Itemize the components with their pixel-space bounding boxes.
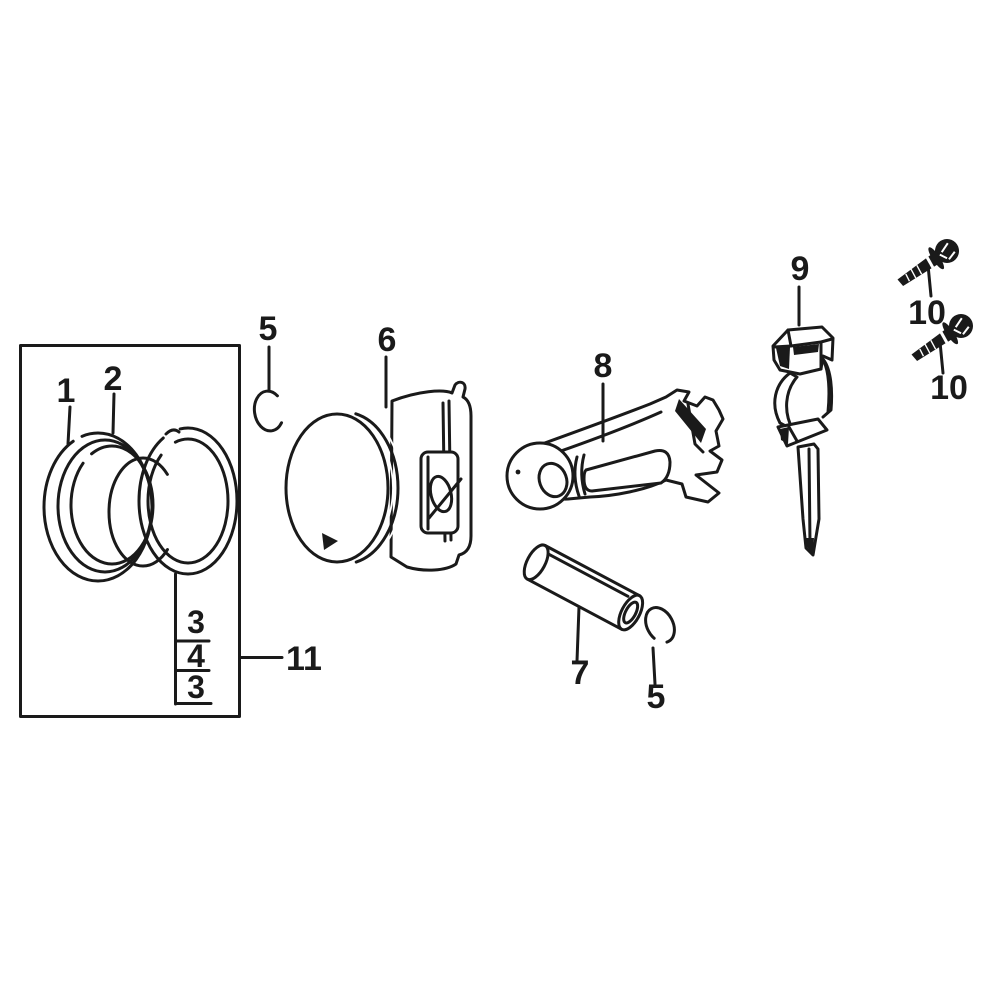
small-end-junction xyxy=(573,455,581,498)
groove-line-2 xyxy=(285,406,403,570)
leader-7 xyxy=(575,605,581,663)
callout-pin: 7 xyxy=(571,654,590,692)
pin-top-edge xyxy=(543,544,642,598)
piston-rings-1-2 xyxy=(42,431,155,583)
callout-clip-right: 5 xyxy=(647,678,666,716)
callout-piston: 6 xyxy=(378,321,397,359)
callout-cap: 9 xyxy=(791,250,810,288)
dipper-tip-shading xyxy=(806,538,814,554)
bolt-shoulder-gap xyxy=(925,256,935,269)
beam-top-line xyxy=(556,410,663,454)
bolt-head xyxy=(949,314,973,338)
bolt-head-facets xyxy=(953,317,970,335)
pin-bore xyxy=(622,600,640,625)
crown-arrow-marker xyxy=(322,533,338,550)
leader-5-right xyxy=(651,646,657,686)
bolt-flange xyxy=(942,322,959,345)
cap-lower-shading xyxy=(780,427,789,444)
cap-lower-edge xyxy=(787,425,799,443)
bolt-head xyxy=(935,239,959,263)
boss-highlight-line xyxy=(427,477,463,520)
leader-10-a xyxy=(926,263,933,298)
callout-rod: 8 xyxy=(594,347,613,385)
leader-10-b xyxy=(938,340,945,375)
small-end-bore xyxy=(537,461,569,499)
rod-cap xyxy=(771,325,835,557)
piston xyxy=(284,380,473,572)
callout-ring2: 2 xyxy=(104,360,123,398)
bolt-flange xyxy=(928,247,945,270)
callout-bolt-a: 10 xyxy=(908,294,946,332)
pin-open-end xyxy=(617,593,645,632)
leader-lines xyxy=(66,263,945,686)
ring-groove-band xyxy=(288,410,400,566)
big-end-edge-line xyxy=(686,402,705,454)
bolt-threads xyxy=(905,264,923,282)
leader-1 xyxy=(66,405,72,446)
ring-stack-callout-lines xyxy=(174,572,213,706)
connecting-rod xyxy=(505,388,725,511)
oil-ring-inner-edge xyxy=(146,437,230,565)
oil-hole-dot xyxy=(515,469,521,475)
small-end-junction-2 xyxy=(580,453,587,496)
beam-opening xyxy=(582,449,672,493)
ring-gap-hook xyxy=(164,428,181,436)
piston-crown xyxy=(284,412,390,564)
bolt-shoulder-gap xyxy=(939,331,949,344)
callout-ring-set: 11 xyxy=(286,640,322,678)
bolt-threads xyxy=(919,339,937,357)
dipper-center-line xyxy=(807,447,812,546)
oil-ring-spacer-rail xyxy=(107,456,179,568)
cap-shading-lip xyxy=(793,344,819,355)
rod-bolt-b xyxy=(911,314,973,362)
piston-pin xyxy=(522,543,645,632)
oil-ring-assembly xyxy=(107,426,239,576)
callout-rail-bottom: 3 xyxy=(187,669,205,705)
callout-ring1: 1 xyxy=(57,372,76,410)
pin-clip-right xyxy=(644,606,676,644)
rod-bolt-a xyxy=(897,239,959,287)
second-ring-inner-edge xyxy=(69,444,155,566)
bolt-head-facets xyxy=(939,242,956,260)
pin-clip-left xyxy=(252,389,286,433)
leader-2 xyxy=(111,392,116,435)
cap-right-rail-inner xyxy=(822,360,831,414)
callout-rail-top: 3 xyxy=(187,604,205,640)
callout-spacer: 4 xyxy=(187,638,205,674)
pin-highlight xyxy=(546,552,630,598)
pin-closed-end xyxy=(522,543,550,582)
callout-bolt-b: 10 xyxy=(930,369,968,407)
cap-saddle xyxy=(773,371,799,432)
groove-line-1 xyxy=(294,417,394,559)
cap-shading-left xyxy=(776,347,790,369)
callout-clip-left: 5 xyxy=(259,310,278,348)
pin-bottom-edge xyxy=(525,577,624,631)
ring-set-box xyxy=(19,344,241,718)
oil-ring-outline xyxy=(137,426,239,576)
